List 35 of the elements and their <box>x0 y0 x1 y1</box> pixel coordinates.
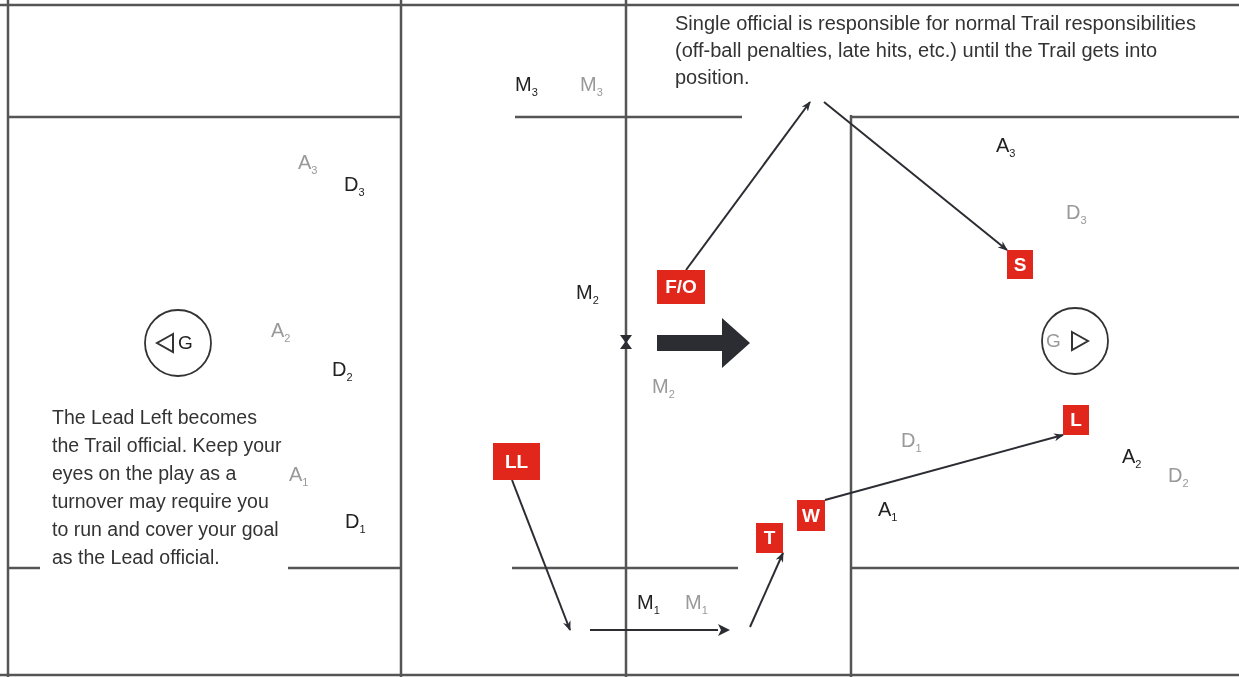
goalie-letter: G <box>1046 330 1061 352</box>
player-label: D$_{1}$ <box>901 428 922 456</box>
official-marker: L <box>1063 405 1089 435</box>
official-marker: S <box>1007 250 1033 279</box>
official-marker: T <box>756 523 783 553</box>
player-label: A$_{3}$ <box>996 133 1016 161</box>
goalie-letter: G <box>178 332 193 354</box>
player-label: A$_{2}$ <box>271 318 291 346</box>
player-label: D$_{3}$ <box>1066 200 1087 228</box>
player-label: A$_{1}$ <box>289 462 309 490</box>
player-label: A$_{2}$ <box>1122 444 1142 472</box>
official-marker: F/O <box>657 270 705 304</box>
note-text: The Lead Left becomes the Trail official. Keep your eyes on the play as a turnover may require you to run and cover your goal as the Lead official. <box>52 405 283 570</box>
player-label: M$_{1}$ <box>685 590 708 618</box>
player-label: A$_{3}$ <box>298 150 318 178</box>
arrow <box>823 101 1008 251</box>
player-label: D$_{1}$ <box>345 509 366 537</box>
player-label: M$_{2}$ <box>652 374 675 402</box>
arrow <box>824 433 1064 501</box>
player-label: M$_{3}$ <box>580 72 603 100</box>
goalie-circle <box>1040 306 1110 376</box>
player-label: M$_{3}$ <box>515 72 538 100</box>
player-label: D$_{2}$ <box>1168 463 1189 491</box>
note-text: Single official is responsible for normal Trail responsibilities (off-ball penalties, late hits, etc.) until the Trail gets into position. <box>675 10 1220 102</box>
player-label: D$_{3}$ <box>344 172 365 200</box>
player-label: M$_{1}$ <box>637 590 660 618</box>
arrow <box>749 552 784 628</box>
arrow <box>685 101 811 271</box>
arrow <box>511 479 571 631</box>
player-label: M$_{2}$ <box>576 280 599 308</box>
player-label: D$_{2}$ <box>332 357 353 385</box>
goalie-circle <box>143 308 213 378</box>
official-marker: LL <box>493 443 540 480</box>
player-label: A$_{1}$ <box>878 497 898 525</box>
official-marker: W <box>797 500 825 531</box>
